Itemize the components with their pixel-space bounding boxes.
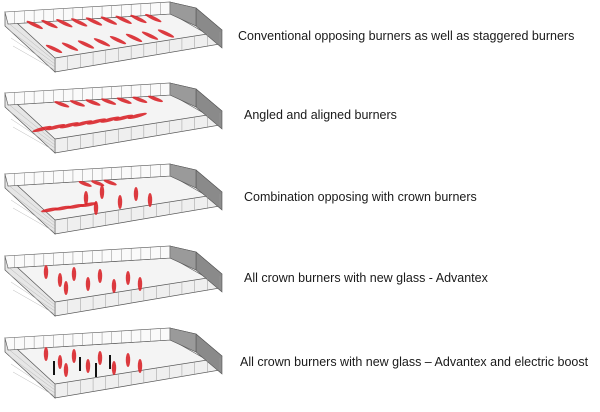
caption-2: Angled and aligned burners	[244, 108, 397, 122]
furnace-shell	[4, 163, 223, 235]
burner-flame	[56, 19, 73, 28]
burner-flame	[132, 96, 148, 104]
burner-flame	[86, 118, 107, 125]
burner-flame	[85, 17, 103, 26]
crown-burner-flame	[97, 351, 103, 365]
burner-flame	[101, 98, 117, 105]
burner-flame	[85, 99, 101, 106]
crown-beams	[4, 246, 221, 315]
crown-burner-flame	[125, 271, 131, 285]
burner-flame	[41, 19, 58, 29]
burner-flame	[91, 180, 105, 187]
furnace-5-crown-burners-electric-boost	[4, 327, 223, 399]
burner-flame	[26, 20, 43, 30]
caption-4: All crown burners with new glass - Advan…	[244, 271, 488, 285]
burner-flame	[115, 15, 132, 24]
furnace-2-angled-aligned-burners	[4, 82, 223, 154]
crown-burner-flame	[99, 185, 105, 199]
burners	[41, 179, 153, 215]
furnace-3-opposing-crown-burners	[4, 163, 223, 235]
burners	[32, 95, 163, 133]
burner-flame	[79, 202, 98, 207]
row-1: Conventional opposing burners as well as…	[0, 0, 600, 76]
crown-burner-flame	[57, 273, 63, 287]
burner-flame	[157, 29, 175, 38]
crown-burner-flame	[93, 201, 99, 215]
burner-flame	[113, 114, 134, 121]
electrode	[109, 355, 111, 369]
crown-burner-flame	[85, 277, 91, 291]
caption-5: All crown burners with new glass – Advan…	[240, 355, 589, 369]
burners	[43, 347, 143, 377]
crown-burner-flame	[137, 359, 143, 373]
crown-burner-flame	[57, 355, 63, 369]
burner-flame	[32, 125, 52, 133]
burner-flame	[45, 44, 63, 54]
crown-burner-flame	[137, 277, 143, 291]
furnace-4-crown-burners	[4, 245, 223, 317]
burner-flame	[73, 120, 93, 127]
burner-flame	[116, 97, 132, 104]
crown-burner-flame	[83, 191, 89, 205]
burner-flame	[125, 33, 143, 43]
row-2: Angled and aligned burners	[0, 81, 600, 157]
burner-flame	[100, 16, 118, 25]
row-5: All crown burners with new glass – Advan…	[0, 326, 600, 402]
burner-flame	[66, 204, 85, 209]
crown-burner-flame	[71, 349, 77, 363]
furnace-1-opposing-staggered-burners	[4, 1, 223, 73]
burner-flame	[45, 124, 66, 131]
caption-1: Conventional opposing burners as well as…	[238, 29, 575, 43]
crown-beams	[4, 164, 221, 233]
burner-flame	[141, 31, 159, 40]
row-3: Combination opposing with crown burners	[0, 162, 600, 238]
crown-burner-flame	[111, 279, 117, 293]
burners	[26, 13, 175, 54]
electrode	[53, 361, 55, 375]
burner-flame	[100, 116, 120, 123]
row-4: All crown burners with new glass - Advan…	[0, 244, 600, 320]
burner-flame	[54, 101, 70, 108]
crown-beams	[4, 83, 221, 152]
crown-burner-flame	[117, 195, 123, 209]
caption-3: Combination opposing with crown burners	[244, 190, 477, 204]
crown-burner-flame	[71, 267, 77, 281]
burner-flame	[130, 14, 147, 24]
burner-flame	[147, 95, 163, 103]
burner-flame	[59, 122, 79, 129]
burner-flame	[145, 13, 162, 23]
crown-burner-flame	[125, 353, 131, 367]
crown-beams	[4, 328, 221, 397]
burner-flame	[109, 35, 127, 45]
crown-burner-flame	[85, 359, 91, 373]
burner-flame	[69, 100, 85, 107]
crown-burner-flame	[43, 347, 49, 361]
burner-flame	[61, 42, 79, 51]
burner-flame	[77, 40, 95, 49]
furnace-shell	[4, 82, 223, 154]
burner-flame	[41, 207, 59, 213]
burner-flame	[103, 179, 117, 186]
crown-burner-flame	[111, 361, 117, 375]
burners	[43, 265, 143, 295]
crown-burner-flame	[97, 269, 103, 283]
burner-flame	[127, 112, 147, 120]
crown-burner-flame	[133, 187, 139, 201]
burner-flame	[70, 18, 88, 27]
crown-burner-flame	[147, 193, 153, 207]
crown-burner-flame	[63, 281, 69, 295]
burner-flame	[78, 181, 92, 187]
crown-burner-flame	[63, 363, 69, 377]
electrode	[79, 357, 81, 371]
burner-flame	[53, 205, 72, 211]
burner-flame	[93, 38, 111, 47]
crown-burner-flame	[43, 265, 49, 279]
electrode	[95, 363, 97, 377]
furnace-shell	[4, 1, 223, 73]
crown-beams	[4, 2, 221, 71]
